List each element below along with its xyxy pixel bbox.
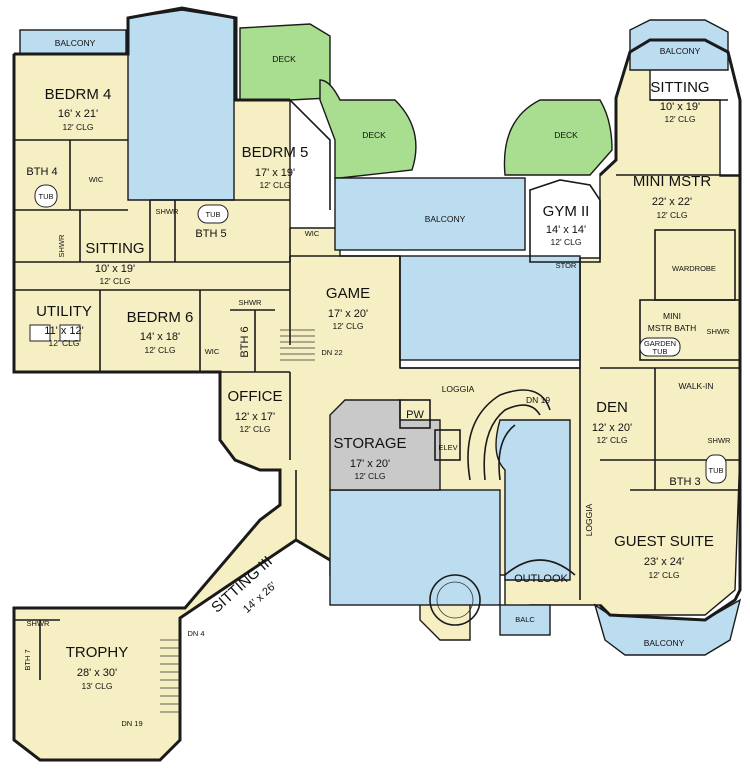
den-size: 12' x 20' bbox=[592, 422, 632, 434]
shwr-mm-label: SHWR bbox=[707, 327, 730, 336]
outdoor-spaces bbox=[19, 9, 742, 656]
mini-mstr-bath-label-2: MSTR BATH bbox=[648, 323, 696, 333]
balc-small bbox=[499, 604, 551, 636]
bedrm6-clg: 12' CLG bbox=[145, 345, 176, 355]
gym-clg: 12' CLG bbox=[551, 237, 582, 247]
game-clg: 12' CLG bbox=[333, 321, 364, 331]
sitting-clg: 12' CLG bbox=[100, 276, 131, 286]
office-clg: 12' CLG bbox=[240, 424, 271, 434]
utility-size: 11' x 12' bbox=[44, 325, 83, 337]
guest-suite-label: GUEST SUITE bbox=[614, 533, 714, 550]
tub5-label: TUB bbox=[206, 210, 221, 219]
sitting-tr-clg: 12' CLG bbox=[665, 114, 696, 124]
gym-label: GYM II bbox=[543, 203, 590, 220]
bedrm4-size: 16' x 21' bbox=[58, 108, 98, 120]
game-size: 17' x 20' bbox=[328, 308, 368, 320]
balcony-center-label: BALCONY bbox=[425, 214, 466, 224]
bth3-label: BTH 3 bbox=[669, 476, 700, 488]
office-size: 12' x 17' bbox=[235, 411, 275, 423]
storage-label: STORAGE bbox=[333, 435, 406, 452]
loggia-side-label: LOGGIA bbox=[584, 503, 594, 536]
mini-mstr-clg: 12' CLG bbox=[657, 210, 688, 220]
bth6-label: BTH 6 bbox=[239, 326, 251, 357]
elev-label: ELEV bbox=[438, 443, 457, 452]
stor-label: STOR bbox=[556, 261, 577, 270]
bedrm4-clg: 12' CLG bbox=[63, 122, 94, 132]
gym-size: 14' x 14' bbox=[546, 224, 586, 236]
balcony-top-left-label: BALCONY bbox=[55, 38, 96, 48]
dn19-trophy-label: DN 19 bbox=[121, 719, 142, 728]
wardrobe-label: WARDROBE bbox=[672, 264, 716, 273]
utility-clg: 12' CLG bbox=[49, 338, 80, 348]
utility-label: UTILITY bbox=[36, 303, 92, 320]
atrium-open-to-below-top bbox=[127, 9, 235, 201]
wic4-label: WIC bbox=[89, 175, 104, 184]
deck-right-label: DECK bbox=[554, 130, 578, 140]
balc-label: BALC bbox=[515, 615, 535, 624]
interior-walls bbox=[14, 99, 741, 713]
shwr4-label: SHWR bbox=[57, 234, 66, 257]
storage-size: 17' x 20' bbox=[350, 458, 390, 470]
sitting-label: SITTING bbox=[85, 240, 144, 257]
dn4-label: DN 4 bbox=[187, 629, 204, 638]
loggia-top-label: LOGGIA bbox=[442, 384, 475, 394]
bedrm5-clg: 12' CLG bbox=[260, 180, 291, 190]
den-clg: 12' CLG bbox=[597, 435, 628, 445]
trophy-clg: 13' CLG bbox=[82, 681, 113, 691]
deck-right bbox=[503, 99, 613, 176]
wic6-label: WIC bbox=[205, 347, 220, 356]
balcony-center bbox=[334, 177, 526, 251]
balcony-br-label: BALCONY bbox=[644, 638, 685, 648]
mini-mstr-size: 22' x 22' bbox=[652, 196, 692, 208]
tub-gs-label: TUB bbox=[709, 466, 724, 475]
storage-clg: 12' CLG bbox=[355, 471, 386, 481]
balcony-top-right bbox=[629, 19, 729, 71]
deck-top-label: DECK bbox=[272, 54, 296, 64]
bedrm5-label: BEDRM 5 bbox=[242, 144, 309, 161]
garden-tub-label-1: GARDEN bbox=[644, 339, 676, 348]
room-labels: BALCONY BEDRM 4 16' x 21' 12' CLG BTH 4 … bbox=[23, 38, 731, 728]
mini-mstr-label: MINI MSTR bbox=[633, 173, 711, 190]
walk-in-label: WALK-IN bbox=[678, 381, 713, 391]
open-to-below-center bbox=[399, 255, 581, 361]
bedrm6-size: 14' x 18' bbox=[140, 331, 180, 343]
tub4-label: TUB bbox=[39, 192, 54, 201]
mini-mstr-bath-label-1: MINI bbox=[663, 311, 681, 321]
den-label: DEN bbox=[596, 399, 628, 416]
sitting-size: 10' x 19' bbox=[95, 263, 135, 275]
guest-suite-size: 23' x 24' bbox=[644, 556, 684, 568]
sitting-tr-label: SITTING bbox=[650, 79, 709, 96]
bth4-label: BTH 4 bbox=[26, 166, 57, 178]
guest-suite-clg: 12' CLG bbox=[649, 570, 680, 580]
shwr5-label: SHWR bbox=[156, 207, 179, 216]
bedrm5-size: 17' x 19' bbox=[255, 167, 295, 179]
outlook-label: OUTLOOK bbox=[514, 573, 568, 585]
deck-middle bbox=[319, 79, 417, 179]
balcony-top-left bbox=[19, 29, 127, 55]
deck-mid-label: DECK bbox=[362, 130, 386, 140]
bth5-label: BTH 5 bbox=[195, 228, 226, 240]
pw-label: PW bbox=[406, 409, 424, 421]
open-to-below-lower bbox=[329, 489, 501, 606]
trophy-size: 28' x 30' bbox=[77, 667, 117, 679]
dn22-label: DN 22 bbox=[321, 348, 342, 357]
sitting-tr-size: 10' x 19' bbox=[660, 101, 700, 113]
balcony-top-right-label: BALCONY bbox=[660, 46, 701, 56]
wic5-label: WIC bbox=[305, 229, 320, 238]
trophy-label: TROPHY bbox=[66, 644, 129, 661]
shwr-gs-label: SHWR bbox=[708, 436, 731, 445]
dn19-stair-label: DN 19 bbox=[526, 395, 550, 405]
office-label: OFFICE bbox=[228, 388, 283, 405]
shwr6-label: SHWR bbox=[239, 298, 262, 307]
open-to-below-foyer bbox=[495, 419, 571, 581]
outer-wall bbox=[12, 54, 331, 762]
game-label: GAME bbox=[326, 285, 370, 302]
bth7-label: BTH 7 bbox=[23, 649, 32, 670]
shwr-trophy-label: SHWR bbox=[27, 619, 50, 628]
bedrm6-label: BEDRM 6 bbox=[127, 309, 194, 326]
bedrm4-label: BEDRM 4 bbox=[45, 86, 112, 103]
garden-tub-label-2: TUB bbox=[653, 347, 668, 356]
